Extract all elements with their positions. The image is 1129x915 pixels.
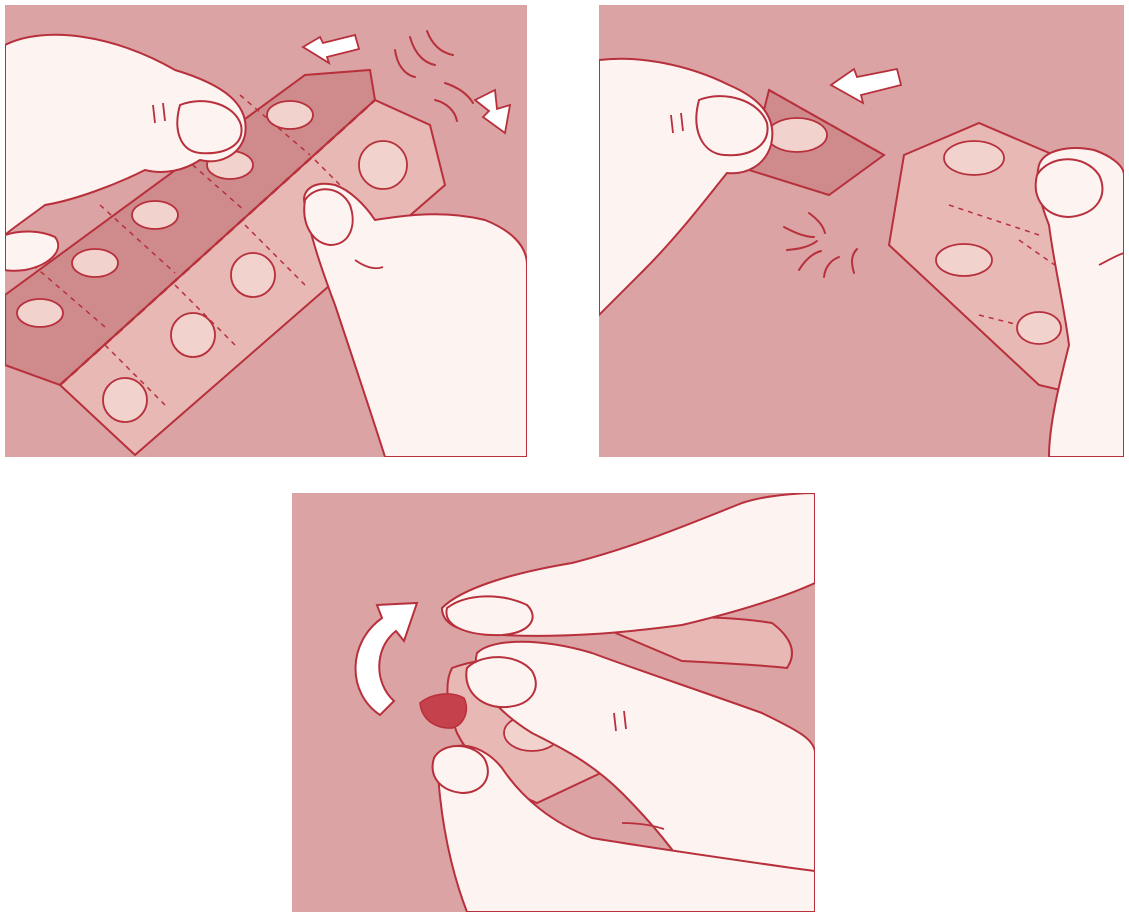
step-2-panel bbox=[599, 5, 1124, 457]
step-1-illustration bbox=[5, 5, 527, 457]
right-thumb bbox=[1036, 159, 1103, 217]
top-thumb bbox=[446, 596, 532, 635]
step-1-panel bbox=[5, 5, 527, 457]
step-3-panel bbox=[292, 493, 815, 912]
tablet-single bbox=[767, 118, 827, 152]
step-2-illustration bbox=[599, 5, 1124, 457]
step-3-illustration bbox=[292, 493, 815, 912]
bottom-thumb bbox=[433, 746, 488, 793]
